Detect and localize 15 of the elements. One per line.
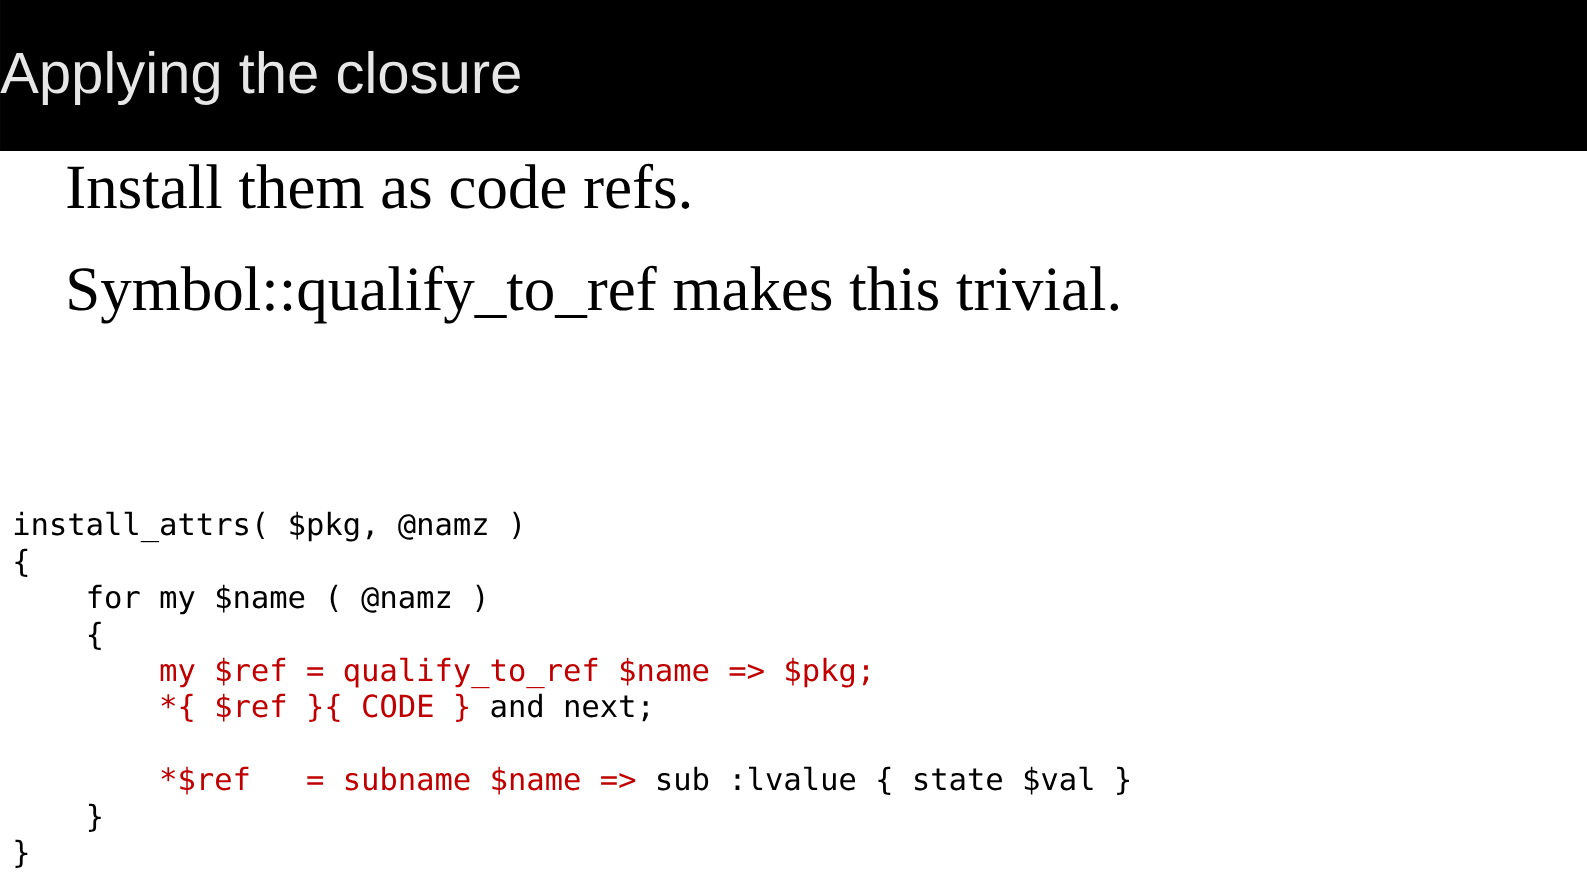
code-text: { [88,621,101,650]
bullet-text: Install them as code refs. [67,163,690,209]
code-text: sub :lvalue { state $val } [658,766,1129,795]
title-bar: Applying the closure [0,0,1587,151]
code-text: } [88,803,101,832]
bullet-text: Symbol::qualify_to_ref makes this trivial. [69,265,1119,324]
code-text: *$ref [161,766,249,795]
code-text: for my $name ( @namz ) [88,584,484,615]
code-text: *{ $ref }{ CODE } [161,693,468,722]
code-text: install_attrs( $pkg, @namz ) [14,511,520,543]
code-text: { [15,548,28,577]
code-text: = subname $name => [307,766,636,795]
code-text: my $ref = qualify_to_ref $name => $pkg; [160,657,869,689]
code-text: and next; [491,693,648,722]
code-text: } [15,839,28,868]
